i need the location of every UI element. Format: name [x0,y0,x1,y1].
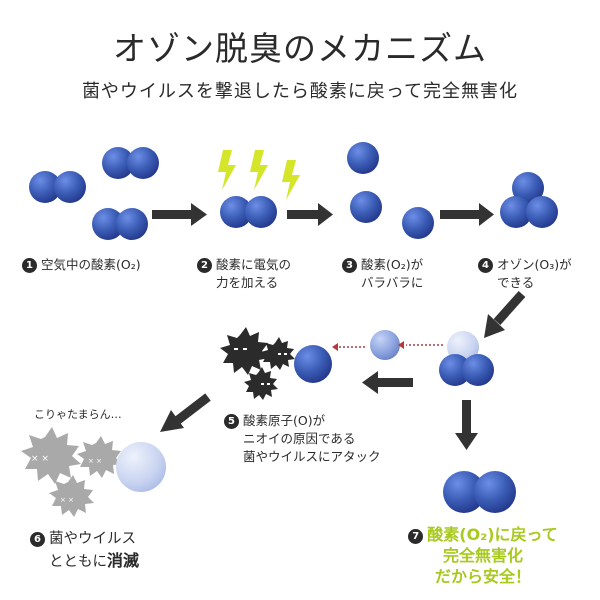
step-6-emphasis: 消滅 [107,551,140,570]
step-4-text-1: オゾン(O₃)が [497,257,572,272]
step-4-text-2: できる [497,275,535,290]
germ-face: × × × × × × [31,454,102,504]
step-6-caption: 6 菌やウイルス とともに消滅 [30,528,139,573]
step-7-text-2: 完全無害化 [442,546,523,565]
step-3-text-1: 酸素(O₂)が [361,257,424,272]
step-number-badge: 2 [197,258,212,273]
step-6-text-2: とともに [49,554,107,570]
page-subtitle: 菌やウイルスを撃退したら酸素に戻って完全無害化 [81,81,519,102]
step-2-text-1: 酸素に電気の [216,257,292,272]
molecule-icon [370,330,400,360]
germ-face [234,348,287,385]
step-3-caption: 3 酸素(O₂)が バラバラに [342,256,423,292]
step-1-text: 空気中の酸素(O₂) [41,257,141,272]
exclaim-text: こりゃたまらん… [34,408,122,421]
step-2-caption: 2 酸素に電気の 力を加える [197,256,291,292]
step-1-caption: 1 空気中の酸素(O₂) [22,256,141,274]
molecule-icon [92,208,148,240]
step-3-text-2: バラバラに [361,275,424,290]
step-number-badge: 6 [30,532,45,547]
step-5-text-1: 酸素原子(O)が [243,413,326,428]
step-5-caption: 5 酸素原子(O)が ニオイの原因である 菌やウイルスにアタック [224,412,381,466]
step-2-text-2: 力を加える [216,275,279,290]
svg-text:× ×: × × [88,457,102,465]
step-5-text-3: 菌やウイルスにアタック [243,449,381,464]
molecule-icon [443,471,516,513]
step-4-caption: 4 オゾン(O₃)が できる [478,256,572,292]
arrow-icon [362,371,413,394]
step-7-text-1: 酸素(O₂)に戻って [427,525,558,544]
step-5-text-2: ニオイの原因である [243,431,356,446]
molecule-icon [347,142,434,239]
step-number-badge: 1 [22,258,37,273]
germ-icon [21,427,122,517]
arrow-icon [440,203,494,226]
molecule-icon [439,331,494,386]
page-title: オゾン脱臭のメカニズム [113,29,487,68]
arrow-icon [455,400,478,450]
molecule-icon [220,196,277,228]
germ-icon [220,327,295,400]
lightning-bolt-icon [218,150,300,200]
svg-text:× ×: × × [31,454,49,464]
svg-text:× ×: × × [60,496,74,504]
step-number-badge: 5 [224,414,239,429]
step-number-badge: 4 [478,258,493,273]
molecule-icon [116,442,166,492]
arrow-icon [332,341,443,351]
molecule-icon [29,171,86,203]
arrow-icon [484,291,526,338]
step-number-badge: 7 [408,529,424,544]
step-7-text-3: だから安全！ [434,567,531,586]
step-6-text-1: 菌やウイルス [49,531,136,547]
arrow-icon [287,203,333,226]
step-number-badge: 3 [342,258,357,273]
molecule-icon [294,345,332,383]
molecule-icon [102,147,159,179]
arrow-icon [152,203,207,226]
arrow-icon [160,393,211,432]
molecule-icon [500,172,558,228]
